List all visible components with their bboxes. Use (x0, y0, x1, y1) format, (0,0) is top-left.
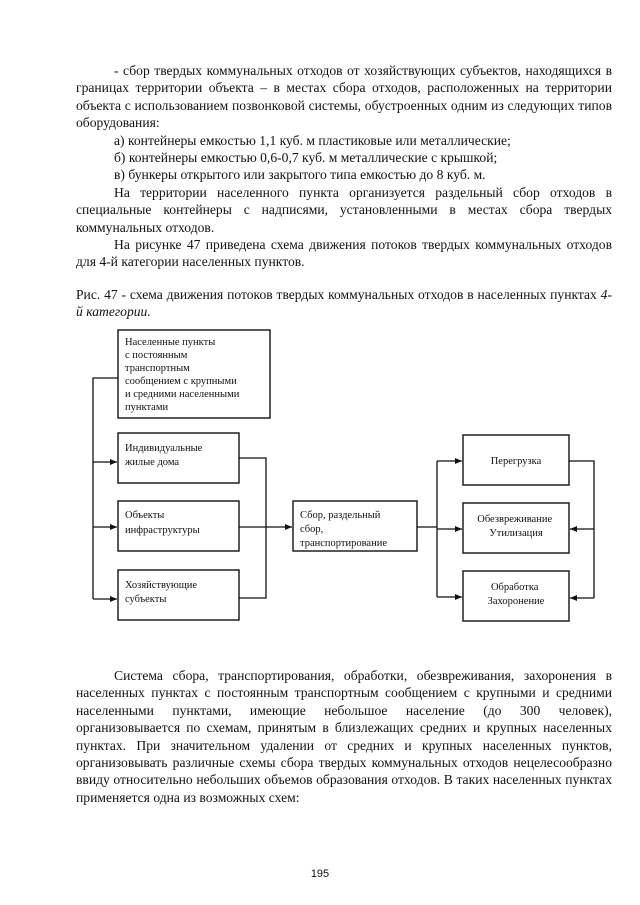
collection-box (292, 500, 418, 552)
businesses-box (117, 569, 240, 621)
paragraph-separate-collection: На территории населенного пункта организ… (76, 184, 612, 235)
page-number: 195 (310, 868, 330, 880)
houses-label: Индивидуальные жилые дома (124, 443, 205, 468)
left-bracket-line (92, 377, 118, 599)
processing-label: Обработка Захоронение (488, 582, 545, 607)
right-bracket-line (569, 460, 595, 598)
transfer-box (462, 434, 570, 486)
figure-caption: Рис. 47 - схема движения потоков твердых… (76, 286, 612, 321)
list-item-c: в) бункеры открытого или закрытого типа … (114, 167, 486, 183)
body-text-top: - сбор твердых коммунальных отходов от х… (76, 62, 612, 271)
collection-label: Сбор, раздельный сбор, транспортирование (300, 510, 387, 549)
list-item-b: б) контейнеры емкостью 0,6-0,7 куб. м ме… (114, 150, 498, 166)
disposal-box (462, 502, 570, 554)
figure-caption-main: Рис. 47 - схема движения потоков твердых… (76, 287, 601, 302)
settlements-box (117, 329, 271, 419)
figure-caption-italic: 4-й категории. (76, 287, 612, 320)
processing-box (462, 570, 570, 622)
paragraph-figure-reference: На рисунке 47 приведена схема движения п… (76, 237, 612, 270)
list-item-a: а) контейнеры емкостью 1,1 куб. м пласти… (114, 132, 511, 148)
transfer-label: Перегрузка (491, 456, 542, 467)
disposal-label: Обезвреживание Утилизация (477, 514, 554, 539)
businesses-label: Хозяйствующие субъекты (125, 580, 200, 605)
infrastructure-label: Объекты инфраструктуры (125, 510, 200, 536)
paragraph-collection-from-businesses: - сбор твердых коммунальных отходов от х… (76, 63, 612, 131)
infrastructure-box (117, 500, 240, 552)
body-text-bottom: Система сбора, транспортирования, обрабо… (76, 667, 612, 806)
paragraph-small-settlements: Система сбора, транспортирования, обрабо… (76, 668, 612, 805)
settlements-label: Населенные пункты с постоянным транспорт… (125, 337, 242, 413)
sources-bracket-line (239, 457, 267, 599)
